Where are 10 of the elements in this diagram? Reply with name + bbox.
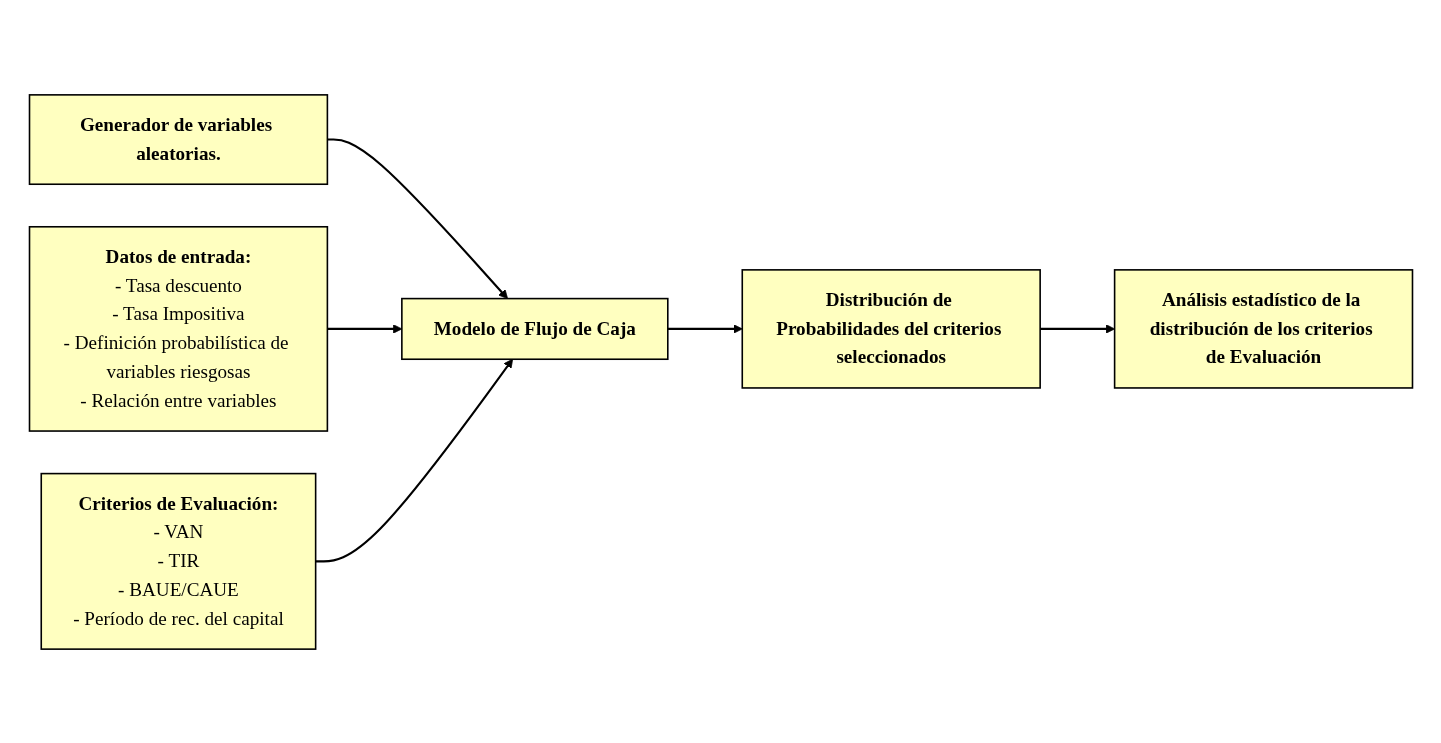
arrow xyxy=(326,138,508,299)
arrow xyxy=(1039,323,1115,334)
node-box: Datos de entrada: - Tasa descuento - Tasa Impositiva - Definición probabilística de variables riesgosas - Relación entre variables xyxy=(28,225,328,432)
arrow xyxy=(326,323,402,334)
node-box: Modelo de Flujo de Caja xyxy=(400,297,669,360)
node-box: Generador de variables aleatorias. xyxy=(28,93,328,185)
node-box: Distribución de Probabilidades del criterios seleccionados xyxy=(740,268,1041,389)
node-box: Análisis estadístico de la distribución de los criterios de Evaluación xyxy=(1113,268,1413,389)
arrow xyxy=(315,358,513,562)
node-box: Criterios de Evaluación: - VAN - TIR - BAUE/CAUE - Período de rec. del capital xyxy=(39,472,316,650)
